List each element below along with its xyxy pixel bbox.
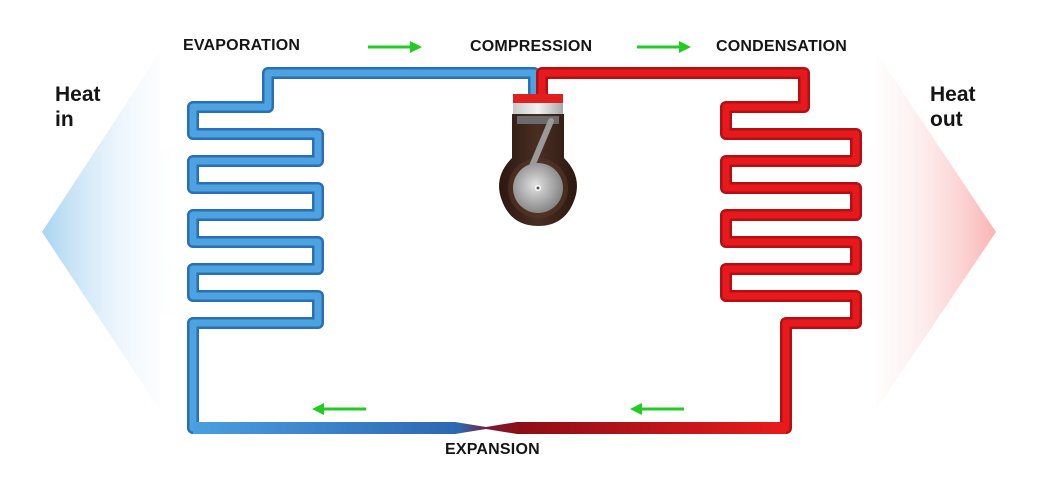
condensation-label: CONDENSATION	[716, 38, 847, 55]
evaporator-coil	[187, 67, 540, 434]
heat-in-arrow	[42, 52, 188, 410]
heat-out-label: Heat out	[930, 82, 976, 132]
evaporation-label: EVAPORATION	[183, 37, 301, 54]
compression-label: COMPRESSION	[470, 38, 593, 55]
heat-out-line1: Heat	[930, 83, 976, 106]
heat-out-line2: out	[930, 108, 963, 131]
condenser-coil	[536, 67, 862, 434]
compressor-icon	[499, 94, 577, 226]
heat-in-line1: Heat	[55, 83, 101, 106]
flow-arrow-icon	[368, 41, 422, 53]
heat-out-arrow	[850, 52, 996, 410]
flow-arrow-icon	[637, 41, 691, 53]
heat-in-line2: in	[55, 108, 74, 131]
expansion-pipe	[193, 422, 786, 434]
flow-arrow-icon	[630, 403, 684, 415]
flow-arrow-icon	[312, 403, 366, 415]
heat-in-label: Heat in	[55, 82, 101, 132]
expansion-label: EXPANSION	[445, 441, 540, 458]
